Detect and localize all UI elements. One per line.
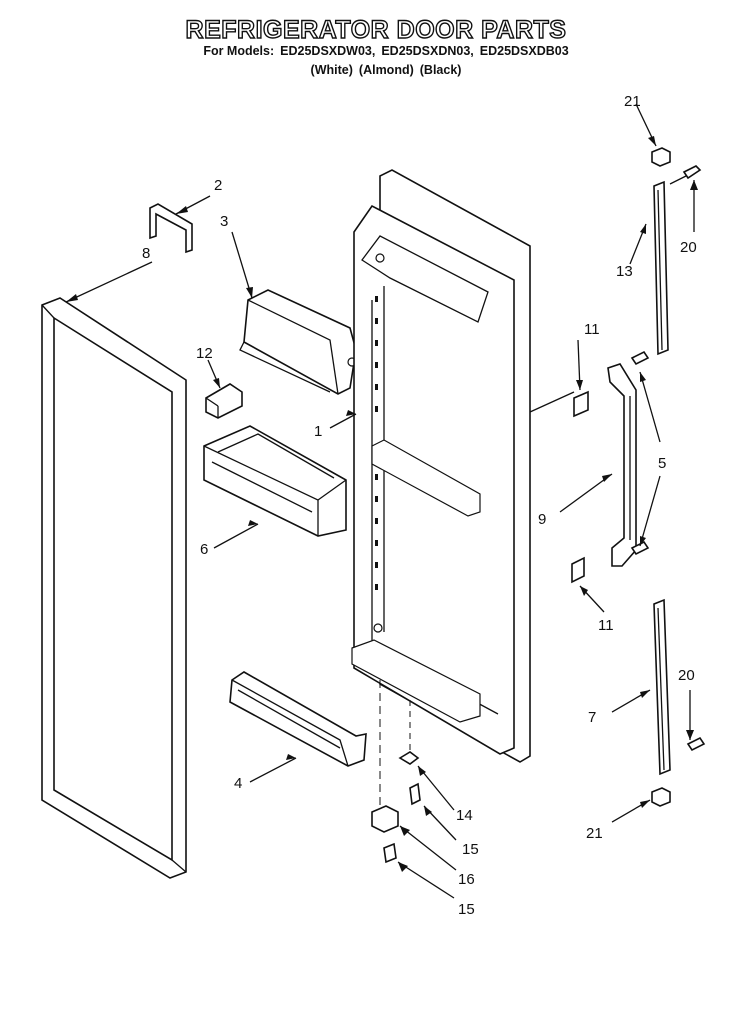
- callout-5: 5: [658, 455, 666, 472]
- callout-1: 1: [314, 423, 322, 440]
- part-12-bracket: [205, 383, 243, 419]
- callout-8: 8: [142, 245, 150, 262]
- callout-15-upper: 15: [462, 841, 479, 858]
- callout-20-bottom: 20: [678, 667, 695, 684]
- callout-3: 3: [220, 213, 228, 230]
- part-2-clip: [149, 203, 193, 254]
- model-number: ED25DSXDB03: [479, 44, 569, 58]
- part-1-door-liner: [351, 169, 531, 763]
- part-13-trim: [653, 180, 669, 356]
- part-15-screw-lower: [383, 842, 397, 864]
- callout-4: 4: [234, 775, 242, 792]
- part-6-door-bin: [203, 425, 347, 537]
- part-11-bottom-clip: [571, 556, 585, 584]
- part-11-top-clip: [573, 390, 589, 418]
- callout-20-top: 20: [680, 239, 697, 256]
- model-list: For Models: ED25DSXDW03, ED25DSXDN03, ED25D…: [10, 44, 752, 58]
- part-21-bottom-cap: [651, 787, 671, 807]
- part-21-top-cap: [651, 147, 671, 167]
- part-4-lower-bin: [229, 671, 367, 767]
- callout-15-lower: 15: [458, 901, 475, 918]
- part-5-screws: [630, 350, 650, 556]
- color-list: (White) (Almond) (Black): [10, 63, 752, 77]
- part-7-trim: [653, 598, 671, 776]
- color-label: (Almond): [358, 63, 414, 77]
- page-title: REFRIGERATOR DOOR PARTS: [185, 15, 567, 44]
- color-label: (Black): [419, 63, 462, 77]
- callout-21-top: 21: [624, 93, 641, 110]
- callout-13: 13: [616, 263, 633, 280]
- callout-11-bottom: 11: [598, 617, 614, 634]
- callout-9: 9: [538, 511, 546, 528]
- callout-2: 2: [214, 177, 222, 194]
- models-prefix: For Models:: [203, 44, 275, 58]
- part-3-dairy-compartment: [239, 289, 357, 395]
- part-14-hinge-pin: [398, 751, 420, 765]
- model-number: ED25DSXDN03,: [381, 44, 474, 58]
- part-20-top-screw: [669, 165, 702, 185]
- callout-12: 12: [196, 345, 213, 362]
- leader-arrowheads: [66, 136, 698, 872]
- part-20-bottom-screw: [686, 736, 706, 752]
- color-label: (White): [310, 63, 353, 77]
- callout-11-top: 11: [584, 321, 600, 338]
- part-8-door-gasket: [41, 297, 187, 879]
- callout-6: 6: [200, 541, 208, 558]
- part-16-hinge: [371, 805, 399, 833]
- part-15-screw: [409, 782, 421, 806]
- callout-7: 7: [588, 709, 596, 726]
- part-9-handle: [607, 363, 637, 567]
- callout-21-bottom: 21: [586, 825, 603, 842]
- callout-16: 16: [458, 871, 475, 888]
- model-number: ED25DSXDW03,: [280, 44, 376, 58]
- callout-labels: 2 3 8 12 1 6 4 21 20 13 11 5 9 11 7 20 2…: [142, 93, 697, 918]
- callout-14: 14: [456, 807, 473, 824]
